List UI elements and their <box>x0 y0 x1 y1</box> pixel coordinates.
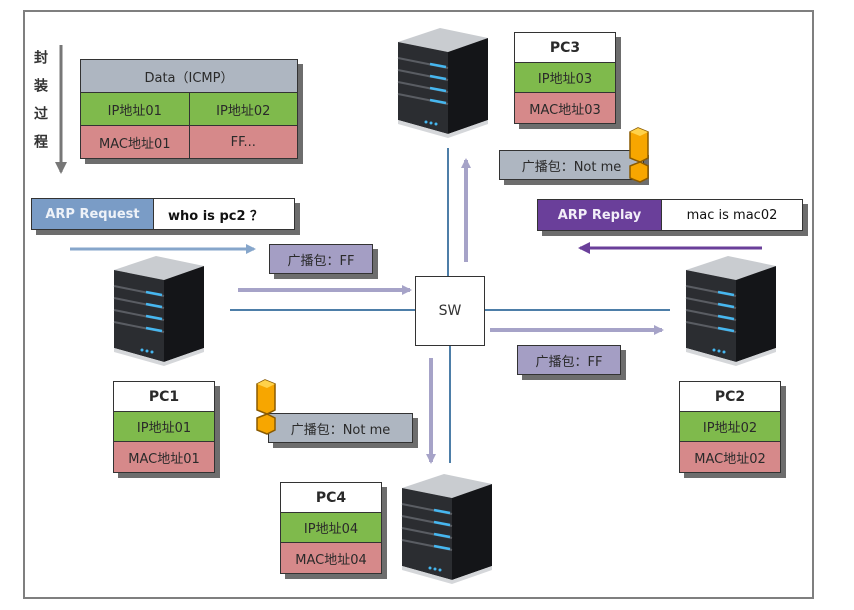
diagram-frame <box>23 10 814 599</box>
pc3-mac: MAC地址03 <box>515 93 615 123</box>
packet-dst-mac: FF... <box>188 126 298 158</box>
arp-reply-label: ARP Replay <box>538 200 662 230</box>
pc2-name: PC2 <box>680 382 780 412</box>
broadcast-note-left: 广播包：FF <box>269 244 373 274</box>
arp-reply-tag: ARP Replay mac is mac02 <box>537 199 803 231</box>
arp-request-label: ARP Request <box>32 199 154 229</box>
pc1-ip: IP地址01 <box>114 412 214 442</box>
encapsulation-title: 封装过程 <box>32 50 48 162</box>
pc1-name: PC1 <box>114 382 214 412</box>
pc3-card[interactable]: PC3 IP地址03 MAC地址03 <box>514 32 616 124</box>
arp-reply-value: mac is mac02 <box>662 200 802 230</box>
arp-request-tag: ARP Request who is pc2 ？ <box>31 198 295 230</box>
server-icon-pc2 <box>685 256 776 366</box>
pc2-mac: MAC地址02 <box>680 442 780 472</box>
packet-src-ip: IP地址01 <box>107 103 162 119</box>
pc1-card[interactable]: PC1 IP地址01 MAC地址01 <box>113 381 215 473</box>
pc3-name: PC3 <box>515 33 615 63</box>
pc4-mac: MAC地址04 <box>281 543 381 573</box>
switch-node[interactable]: SW <box>415 276 485 346</box>
server-icon-pc4 <box>401 474 492 584</box>
server-icon-pc1 <box>113 256 204 366</box>
packet-src-mac: MAC地址01 <box>98 136 171 152</box>
pc4-card[interactable]: PC4 IP地址04 MAC地址04 <box>280 482 382 574</box>
pc4-name: PC4 <box>281 483 381 513</box>
arp-request-value: who is pc2 ？ <box>154 199 294 229</box>
packet-data-header: Data（ICMP） <box>144 70 234 86</box>
not-me-note-pc3: 广播包：Not me <box>499 150 644 180</box>
alert-icon <box>256 379 276 435</box>
pc3-ip: IP地址03 <box>515 63 615 93</box>
broadcast-note-right: 广播包：FF <box>517 345 621 375</box>
server-icon-pc3 <box>397 28 488 138</box>
pc1-mac: MAC地址01 <box>114 442 214 472</box>
not-me-note-pc4: 广播包：Not me <box>268 413 413 443</box>
pc2-ip: IP地址02 <box>680 412 780 442</box>
packet-structure: Data（ICMP） IP地址01 IP地址02 MAC地址01 FF... <box>80 59 298 159</box>
pc4-ip: IP地址04 <box>281 513 381 543</box>
alert-icon <box>629 127 649 183</box>
packet-dst-ip: IP地址02 <box>188 93 298 125</box>
pc2-card[interactable]: PC2 IP地址02 MAC地址02 <box>679 381 781 473</box>
